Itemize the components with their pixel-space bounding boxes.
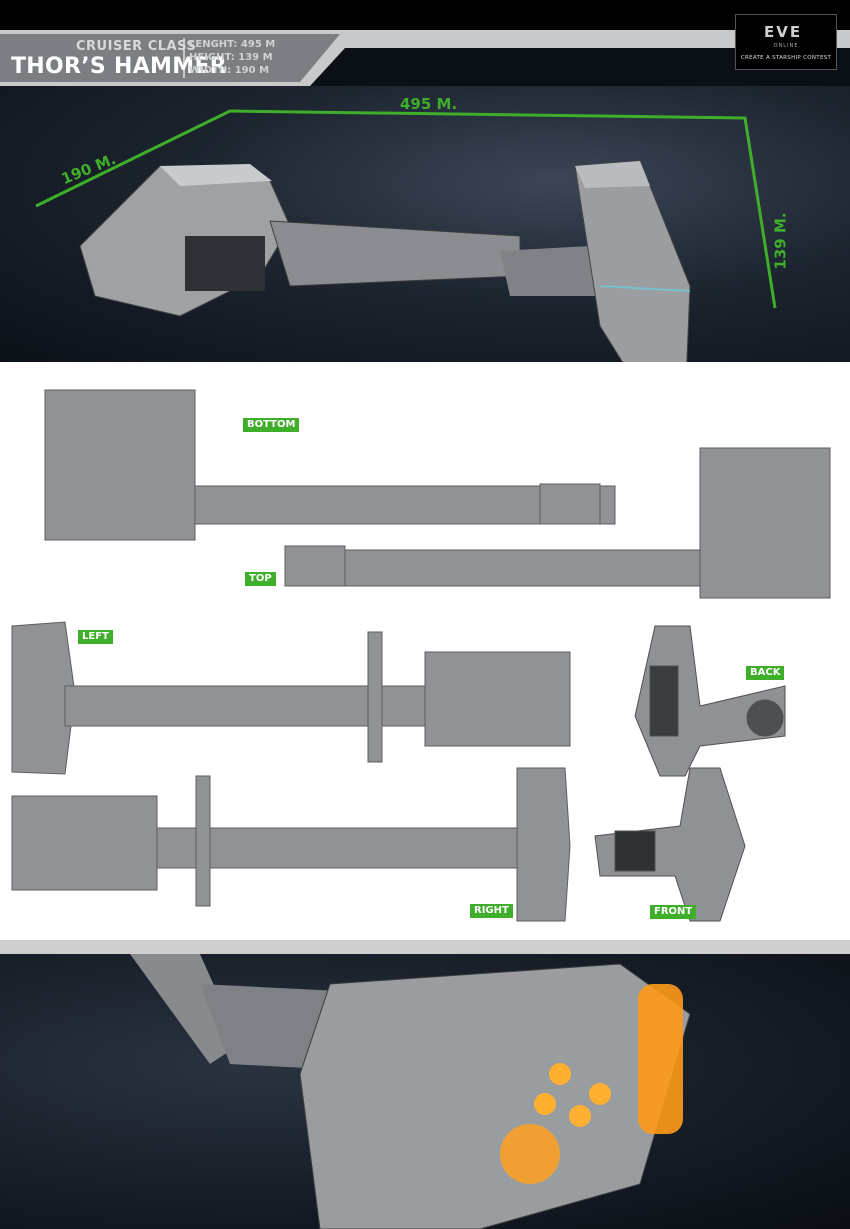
eve-online-logo: EVE ONLINE CREATE A STARSHIP CONTEST bbox=[735, 14, 837, 70]
ship-name-title: THOR’S HAMMER bbox=[11, 54, 228, 79]
ship-specs: LENGHT: 495 M HEIGHT: 139 M WIDTH: 190 M bbox=[189, 38, 275, 77]
logo-subtitle: ONLINE bbox=[773, 43, 799, 49]
front-view bbox=[594, 767, 746, 922]
height-dimension-label: 139 M. bbox=[771, 212, 790, 270]
bottom-view bbox=[44, 389, 616, 541]
header-band bbox=[0, 30, 850, 86]
hero-ship bbox=[79, 160, 691, 362]
hero-render bbox=[0, 86, 850, 362]
spec-height: HEIGHT: 139 M bbox=[189, 52, 273, 63]
hero-ship-illustration bbox=[35, 109, 777, 362]
engine-render bbox=[0, 954, 850, 1229]
right-view bbox=[11, 767, 571, 922]
logo-mark: EVE bbox=[764, 23, 803, 41]
top-view-label: TOP bbox=[245, 572, 276, 586]
spec-width: WIDTH: 190 M bbox=[189, 65, 270, 76]
engine-ship-illustration bbox=[130, 954, 691, 1229]
bottom-view-label: BOTTOM bbox=[243, 418, 300, 432]
front-view-label: FRONT bbox=[650, 905, 697, 919]
orthographic-views bbox=[11, 389, 831, 922]
blueprint-views-panel: BOTTOM TOP LEFT BACK RIGHT FRONT bbox=[0, 376, 850, 940]
length-dimension-label: 495 M. bbox=[400, 95, 458, 113]
left-view bbox=[11, 621, 571, 775]
left-view-label: LEFT bbox=[78, 630, 113, 644]
back-view bbox=[634, 625, 786, 777]
divider-top bbox=[0, 362, 850, 376]
logo-tagline: CREATE A STARSHIP CONTEST bbox=[740, 55, 832, 61]
top-view bbox=[284, 447, 831, 599]
back-view-label: BACK bbox=[746, 666, 785, 680]
header-band-shape bbox=[0, 30, 850, 86]
ship-class-label: CRUISER CLASS bbox=[76, 39, 197, 54]
spec-length: LENGHT: 495 M bbox=[189, 39, 276, 50]
right-view-label: RIGHT bbox=[470, 904, 513, 918]
top-black-bar bbox=[0, 0, 850, 30]
divider-bottom bbox=[0, 940, 850, 954]
